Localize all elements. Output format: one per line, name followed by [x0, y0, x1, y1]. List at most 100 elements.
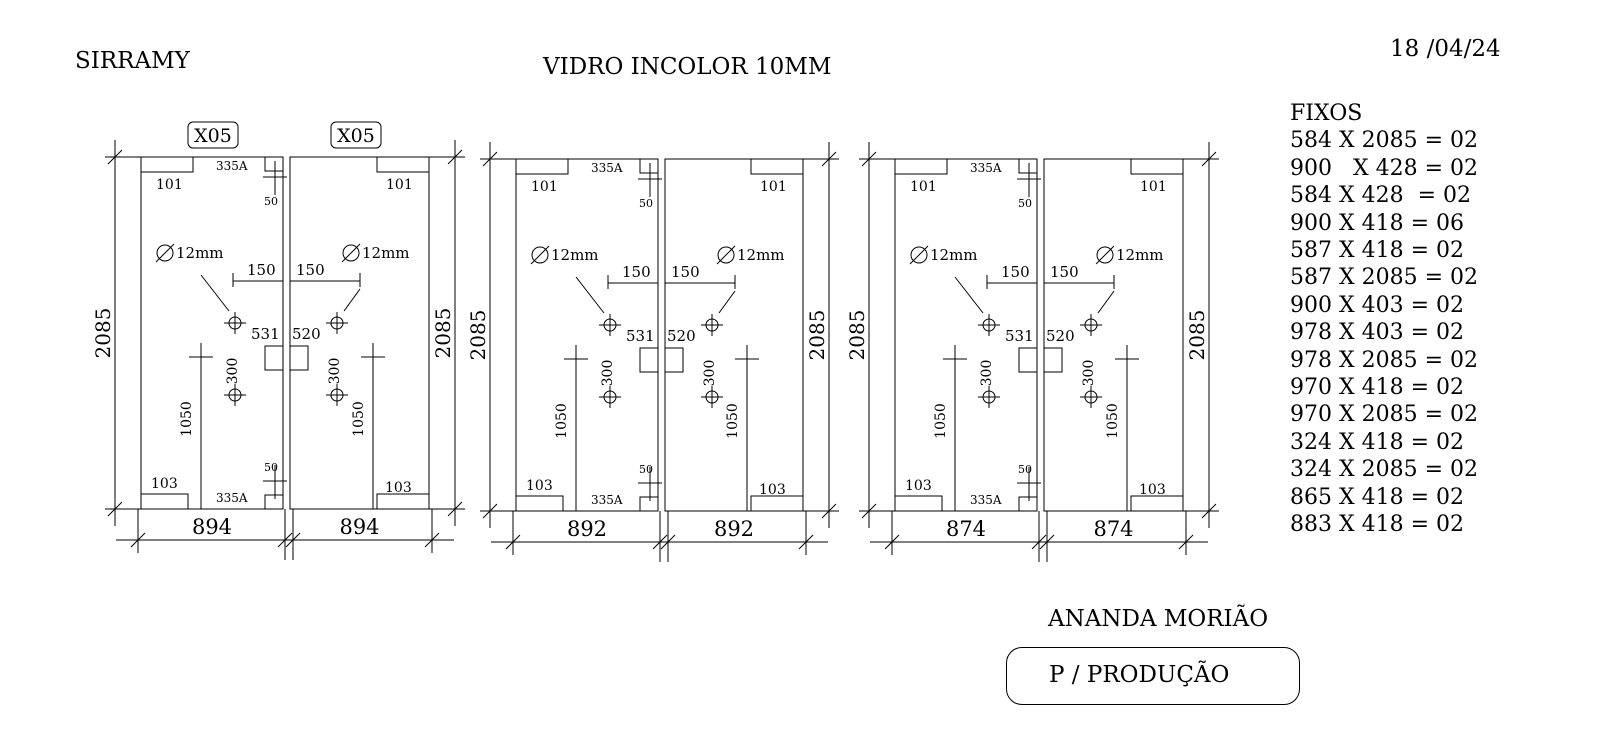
dimension-tick [277, 532, 293, 548]
hinge-top-cutout [1130, 158, 1184, 175]
lock-dimension-right: 520 [1046, 327, 1075, 345]
height-dimension-label: 2085 [805, 310, 829, 361]
pivot-box-top [264, 156, 284, 172]
height-1050-label: 1050 [554, 403, 570, 439]
spacing-300-label: 300 [225, 358, 241, 385]
fixed-panel-item: 324 X 418 = 02 [1290, 429, 1465, 455]
hinge-top-label: 101 [1140, 179, 1167, 195]
door-panel-right [289, 156, 430, 510]
diameter-icon [717, 246, 735, 264]
pivot-box-bottom [264, 494, 284, 510]
hinge-bottom-label: 103 [526, 478, 553, 494]
dimension-tick [285, 532, 301, 548]
height-1050-label: 1050 [725, 403, 741, 439]
fixed-panel-item: 584 X 428 = 02 [1290, 183, 1472, 209]
hinge-bottom-label: 103 [1139, 482, 1166, 498]
quantity-tag [330, 121, 382, 149]
pivot-label-top: 335A [591, 161, 623, 175]
hinge-top-label: 101 [156, 177, 183, 193]
hinge-top-cutout [894, 158, 948, 175]
fixed-panel-item: 883 X 418 = 02 [1290, 512, 1465, 538]
dimension-tick [1039, 534, 1055, 550]
fixed-panel-item: 978 X 403 = 02 [1290, 320, 1465, 346]
width-dimension-label-right: 892 [714, 517, 754, 541]
dimension-tick [1178, 534, 1194, 550]
height-dimension-label: 2085 [431, 308, 455, 359]
hole-diameter-label: 12mm [551, 246, 599, 264]
dimension-tick [424, 532, 440, 548]
width-dimension-label-left: 874 [946, 517, 986, 541]
dimension-tick [660, 534, 676, 550]
diameter-icon [1096, 246, 1114, 264]
drawing-date: 18 /04/24 [1390, 36, 1501, 62]
lock-box-right [664, 347, 684, 373]
production-stamp: P / PRODUÇÃO [1006, 647, 1300, 705]
width-dimension-label-left: 894 [192, 515, 232, 539]
spacing-300-label: 300 [1081, 360, 1097, 387]
hole-diameter-label: 12mm [362, 244, 410, 262]
fixed-panel-item: 900 X 428 = 02 [1290, 155, 1479, 181]
lock-dimension-left: 531 [251, 325, 280, 343]
fixed-panel-item: 978 X 2085 = 02 [1290, 347, 1479, 373]
offset-150-label: 150 [1001, 263, 1030, 281]
width-dimension-label-right: 874 [1093, 517, 1133, 541]
dimension-tick [652, 534, 668, 550]
fixed-panel-item: 865 X 418 = 02 [1290, 484, 1465, 510]
quantity-tag [187, 121, 239, 149]
diameter-icon [341, 243, 361, 263]
hinge-bottom-cutout [750, 495, 804, 512]
hinge-bottom-cutout [140, 493, 189, 510]
lock-dimension-right: 520 [667, 327, 696, 345]
dimension-tick [798, 534, 814, 550]
height-1050-label: 1050 [933, 403, 949, 439]
height-dimension-label: 2085 [91, 308, 115, 359]
fixed-panel-item: 324 X 2085 = 02 [1290, 457, 1479, 483]
diameter-icon [910, 246, 928, 264]
hole-leader [718, 290, 736, 314]
pivot-box-top [1018, 158, 1038, 174]
diameter-icon [530, 245, 550, 265]
door-panel-right [1043, 158, 1184, 512]
hinge-bottom-label: 103 [905, 478, 932, 494]
diameter-icon [155, 243, 175, 263]
pivot-box-top [639, 158, 659, 174]
height-1050-label: 1050 [179, 401, 195, 437]
diameter-icon [1095, 245, 1115, 265]
hinge-top-label: 101 [531, 179, 558, 195]
fixed-panels-list: FIXOS 584 X 2085 = 02 900 X 428 = 02 584… [1290, 100, 1478, 539]
pivot-offset-label: 50 [264, 195, 278, 208]
fixed-panel-item: 587 X 2085 = 02 [1290, 265, 1479, 291]
door-panel-right [664, 158, 804, 512]
hole-diameter-label: 12mm [737, 246, 785, 264]
pivot-offset-label: 50 [1018, 197, 1032, 210]
lock-box-left [1018, 347, 1038, 373]
hinge-bottom-cutout [515, 495, 564, 512]
spacing-300-label: 300 [702, 360, 718, 387]
offset-150-label: 150 [296, 261, 325, 279]
diameter-icon [156, 244, 174, 262]
hole-diameter-label: 12mm [176, 244, 224, 262]
responsible-person: ANANDA MORIÃO [1048, 606, 1269, 632]
hinge-top-label: 101 [910, 179, 937, 195]
hinge-top-label: 101 [386, 177, 413, 193]
quantity-tag-label: X05 [194, 125, 232, 147]
offset-150-label: 150 [247, 261, 276, 279]
pivot-box-bottom [1018, 496, 1038, 512]
pivot-box-bottom [639, 496, 659, 512]
production-stamp-label: P / PRODUÇÃO [1049, 662, 1230, 688]
door-panel-left [894, 158, 1038, 512]
glass-specification: VIDRO INCOLOR 10MM [543, 54, 832, 80]
pivot-label-bottom: 335A [216, 491, 248, 505]
pivot-label-top: 335A [216, 159, 248, 173]
hinge-bottom-label: 103 [151, 476, 178, 492]
hinge-bottom-label: 103 [385, 480, 412, 496]
hole-leader [575, 276, 605, 314]
pivot-offset-label: 50 [264, 461, 278, 474]
door-panel-left [515, 158, 659, 512]
hinge-bottom-cutout [894, 495, 943, 512]
fixed-panel-item: 584 X 2085 = 02 [1290, 128, 1479, 154]
lock-box-left [264, 345, 284, 371]
width-dimension-label-left: 892 [567, 517, 607, 541]
spacing-300-label: 300 [979, 360, 995, 387]
